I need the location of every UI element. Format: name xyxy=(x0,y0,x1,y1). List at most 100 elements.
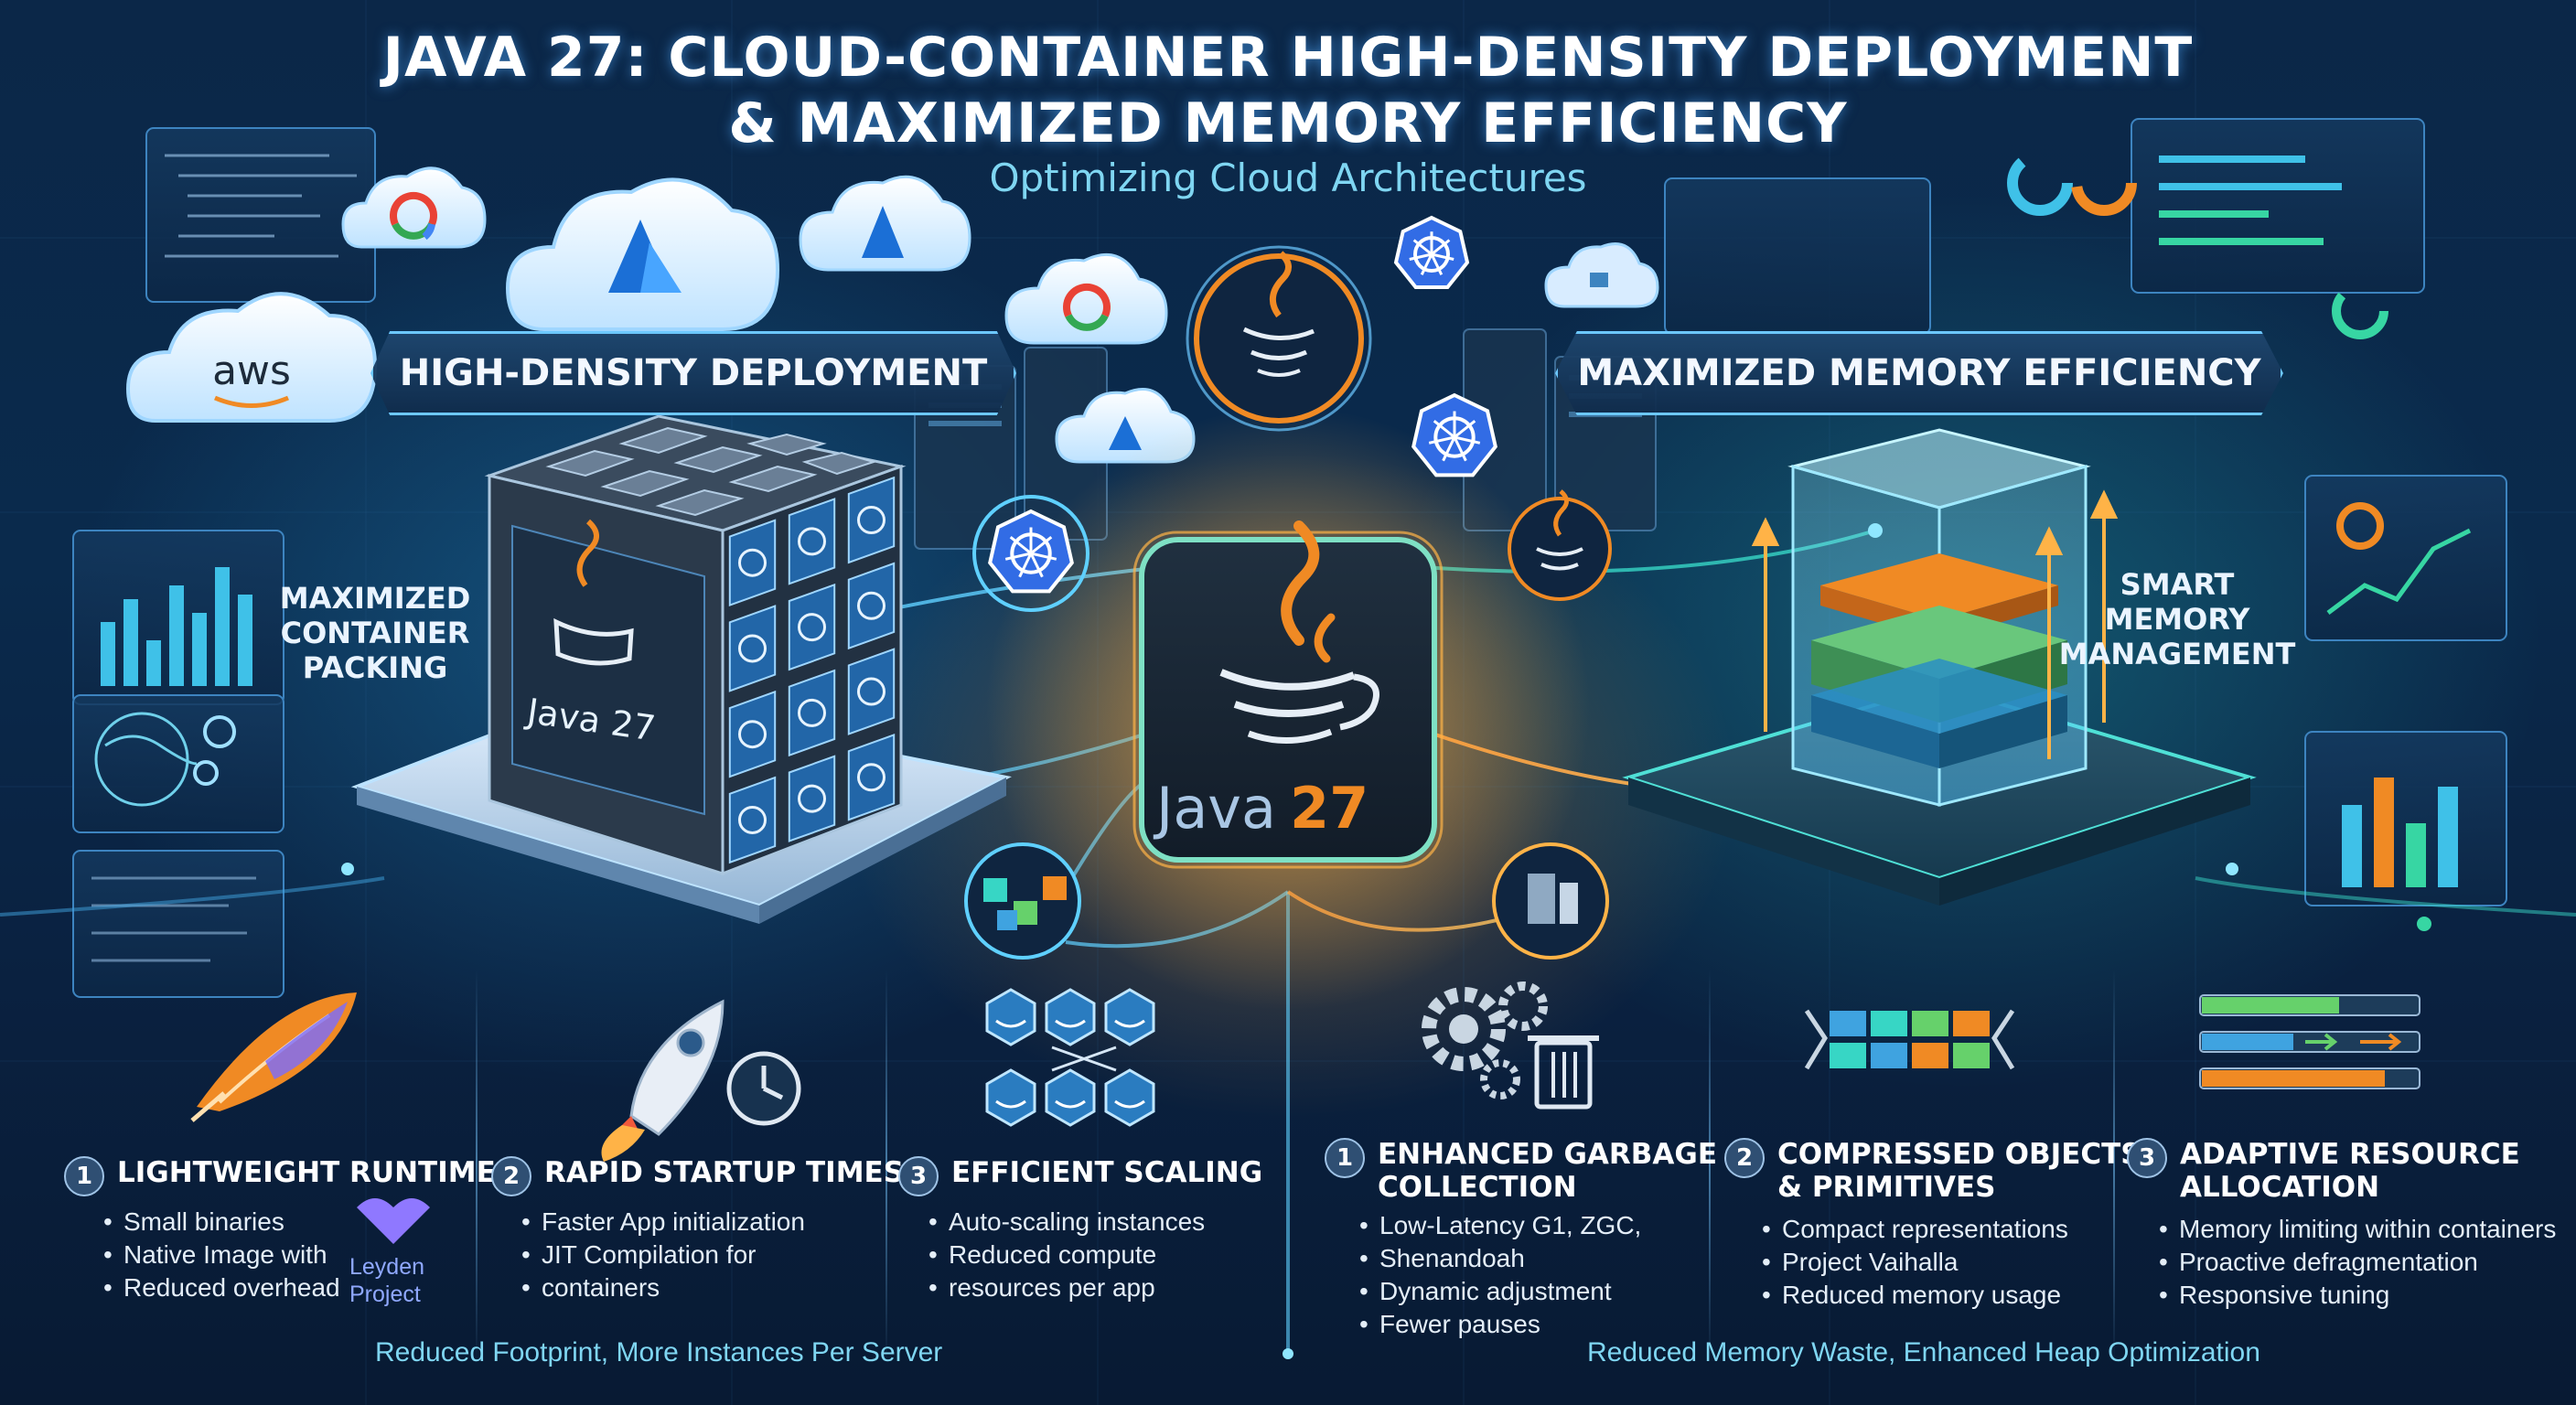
section-rapid-startup-list: Faster App initialization JIT Compilatio… xyxy=(514,1206,805,1304)
container-tile xyxy=(788,583,836,671)
docker-icon xyxy=(1045,1068,1096,1127)
section-adaptive-allocation-list: Memory limiting within containers Proact… xyxy=(2152,1213,2556,1312)
clock-icon xyxy=(726,1051,801,1126)
docker-container-grid xyxy=(728,476,896,864)
kubernetes-icon xyxy=(738,634,767,663)
right-dashboard-panel-top xyxy=(2131,118,2425,294)
memory-cleanup-icon xyxy=(1492,842,1609,960)
memory-efficiency-banner: MAXIMIZED MEMORY EFFICIENCY xyxy=(1555,331,2283,415)
kubernetes-spoke xyxy=(1030,536,1053,555)
list-item: Small binaries xyxy=(103,1206,340,1239)
aws-logo-text: aws xyxy=(212,348,291,394)
container-tile xyxy=(788,498,836,585)
section-lightweight-runtimes-list: Small binaries Native Image with Reduced… xyxy=(96,1206,340,1304)
kubernetes-icon xyxy=(972,215,1497,612)
section-compressed-objects-heading: 2 COMPRESSED OBJECTS& PRIMITIVES xyxy=(1724,1138,2141,1204)
kubernetes-spoke xyxy=(1409,252,1433,261)
memory-stack-icon xyxy=(1811,553,2067,768)
divider xyxy=(476,970,478,1363)
list-item: Reduced compute xyxy=(928,1239,1205,1271)
maximized-container-packing-label: MAXIMIZED CONTAINER PACKING xyxy=(279,581,471,685)
list-item: Shenandoah xyxy=(1359,1242,1641,1275)
list-item: Fewer pauses xyxy=(1359,1308,1641,1341)
compressed-objects-icon xyxy=(1804,1009,2015,1070)
kubernetes-spoke xyxy=(1030,552,1057,561)
kubernetes-spoke xyxy=(1412,239,1433,256)
kubernetes-spoke xyxy=(1433,420,1455,439)
section-lightweight-runtimes-heading: 1 LIGHTWEIGHT RUNTIMES xyxy=(64,1156,516,1196)
docker-whale xyxy=(1114,1099,1145,1109)
section-garbage-collection-list: Low-Latency G1, ZGC, Shenandoah Dynamic … xyxy=(1352,1209,1641,1341)
right-line-chart-panel xyxy=(2304,475,2507,641)
java-ring-icon-right xyxy=(1508,489,1612,601)
google-cloud-icon-2 xyxy=(1004,252,1168,345)
section-efficient-scaling-list: Auto-scaling instances Reduced compute r… xyxy=(921,1206,1205,1304)
list-item: Project Vaihalla xyxy=(1762,1246,2068,1279)
docker-icon-grid xyxy=(985,988,1155,1127)
kubernetes-icon xyxy=(798,527,826,556)
resource-allocation-icon xyxy=(2199,994,2420,1089)
list-item: Low-Latency G1, ZGC, xyxy=(1359,1209,1641,1242)
section-number: 1 xyxy=(1325,1138,1365,1178)
divider xyxy=(2113,970,2115,1363)
docker-whale xyxy=(1055,1019,1086,1028)
docker-whale xyxy=(1055,1099,1086,1109)
section-number: 2 xyxy=(491,1156,531,1196)
list-item: Dynamic adjustment xyxy=(1359,1275,1641,1308)
list-item: JIT Compilation for xyxy=(521,1239,805,1271)
docker-icon xyxy=(1104,1068,1155,1127)
divider xyxy=(1709,970,1711,1363)
kubernetes-spoke xyxy=(1431,239,1451,256)
kubernetes-icon xyxy=(857,591,886,620)
docker-icon xyxy=(985,988,1036,1046)
center-java-text: Java xyxy=(1153,775,1276,842)
scaling-arrows xyxy=(1051,1046,1117,1072)
footer-right: Reduced Memory Waste, Enhanced Heap Opti… xyxy=(1587,1337,2260,1367)
kubernetes-spoke xyxy=(1431,252,1454,261)
java-cup-icon-center xyxy=(1219,520,1379,744)
kubernetes-spoke xyxy=(1430,253,1444,275)
list-item: Responsive tuning xyxy=(2159,1279,2556,1312)
list-item: Reduced memory usage xyxy=(1762,1279,2068,1312)
container-tile xyxy=(728,690,777,778)
kubernetes-spoke xyxy=(1018,552,1033,578)
kubernetes-spoke xyxy=(1009,536,1032,555)
kubernetes-spoke xyxy=(1428,435,1455,445)
kubernetes-icon xyxy=(738,548,767,577)
title-line-1: JAVA 27: CLOUD-CONTAINER HIGH-DENSITY DE… xyxy=(382,26,2194,90)
list-item: Auto-scaling instances xyxy=(928,1206,1205,1239)
kubernetes-spoke xyxy=(1453,436,1467,462)
feather-icon xyxy=(190,992,357,1122)
gear-icon xyxy=(1422,981,1548,1099)
list-item: Reduced overhead xyxy=(103,1271,340,1304)
container-tile xyxy=(728,519,777,607)
docker-icon xyxy=(985,1068,1036,1127)
container-tile xyxy=(788,755,836,842)
title-line-2: & MAXIMIZED MEMORY EFFICIENCY xyxy=(728,91,1848,156)
container-tile xyxy=(728,605,777,692)
list-item: Memory limiting within containers xyxy=(2159,1213,2556,1246)
left-world-panel xyxy=(72,694,284,833)
section-number: 3 xyxy=(2127,1138,2167,1178)
list-item: Faster App initialization xyxy=(521,1206,805,1239)
section-rapid-startup-heading: 2 RAPID STARTUP TIMES xyxy=(491,1156,904,1196)
kubernetes-icon xyxy=(738,805,767,834)
section-number: 3 xyxy=(898,1156,939,1196)
subtitle: Optimizing Cloud Architectures xyxy=(989,156,1587,200)
divider xyxy=(886,970,887,1363)
kubernetes-spoke xyxy=(1004,552,1032,561)
section-efficient-scaling-heading: 3 EFFICIENT SCALING xyxy=(898,1156,1262,1196)
list-item: Proactive defragmentation xyxy=(2159,1246,2556,1279)
docker-icon xyxy=(1104,988,1155,1046)
list-item: Native Image with xyxy=(103,1239,340,1271)
docker-whale xyxy=(995,1019,1026,1028)
section-number: 1 xyxy=(64,1156,104,1196)
